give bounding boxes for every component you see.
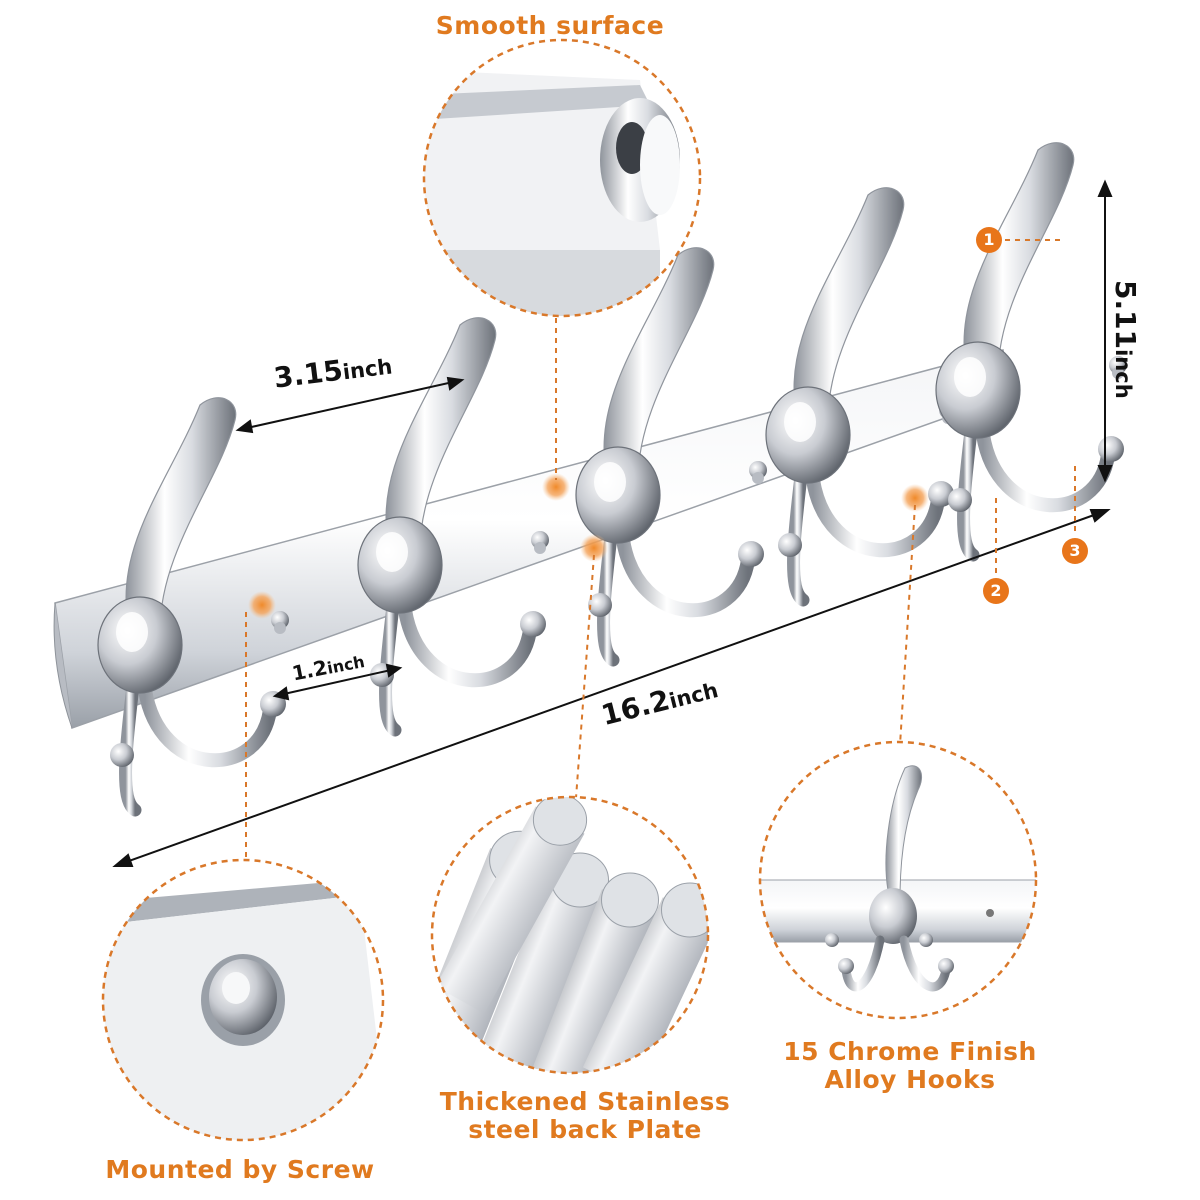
- callout-smooth-surface: Smooth surface: [435, 11, 665, 40]
- zoom-steel-rods: [430, 795, 710, 1075]
- callout-hooks-line1: 15 Chrome Finish: [783, 1037, 1037, 1066]
- badge-2: 2: [983, 578, 1009, 604]
- callout-hooks-line2: Alloy Hooks: [824, 1065, 996, 1094]
- callout-stainless-plate: Thickened Stainless steel back Plate: [420, 1088, 750, 1144]
- callout-stainless-line2: steel back Plate: [468, 1115, 702, 1144]
- triple-hook: [357, 317, 549, 737]
- callout-stainless-line1: Thickened Stainless: [439, 1087, 731, 1116]
- hook-group: [97, 142, 1127, 817]
- triple-hook: [935, 142, 1127, 562]
- badge-3: 3: [1062, 538, 1088, 564]
- callout-mounted-by-screw: Mounted by Screw: [105, 1155, 375, 1184]
- zoom-screw: [101, 858, 385, 1142]
- callout-chrome-hooks: 15 Chrome Finish Alloy Hooks: [760, 1038, 1060, 1094]
- leader-lines: [245, 239, 1076, 860]
- badge-1: 1: [976, 227, 1002, 253]
- dimension-height: 5.11inch: [1109, 280, 1142, 399]
- marker-dots: [248, 473, 929, 619]
- zoom-hook-detail: [758, 740, 1038, 1020]
- triple-hook: [765, 187, 957, 607]
- triple-hook: [575, 247, 767, 667]
- zoom-smooth-surface: [422, 38, 702, 318]
- dimension-lines: [112, 179, 1113, 867]
